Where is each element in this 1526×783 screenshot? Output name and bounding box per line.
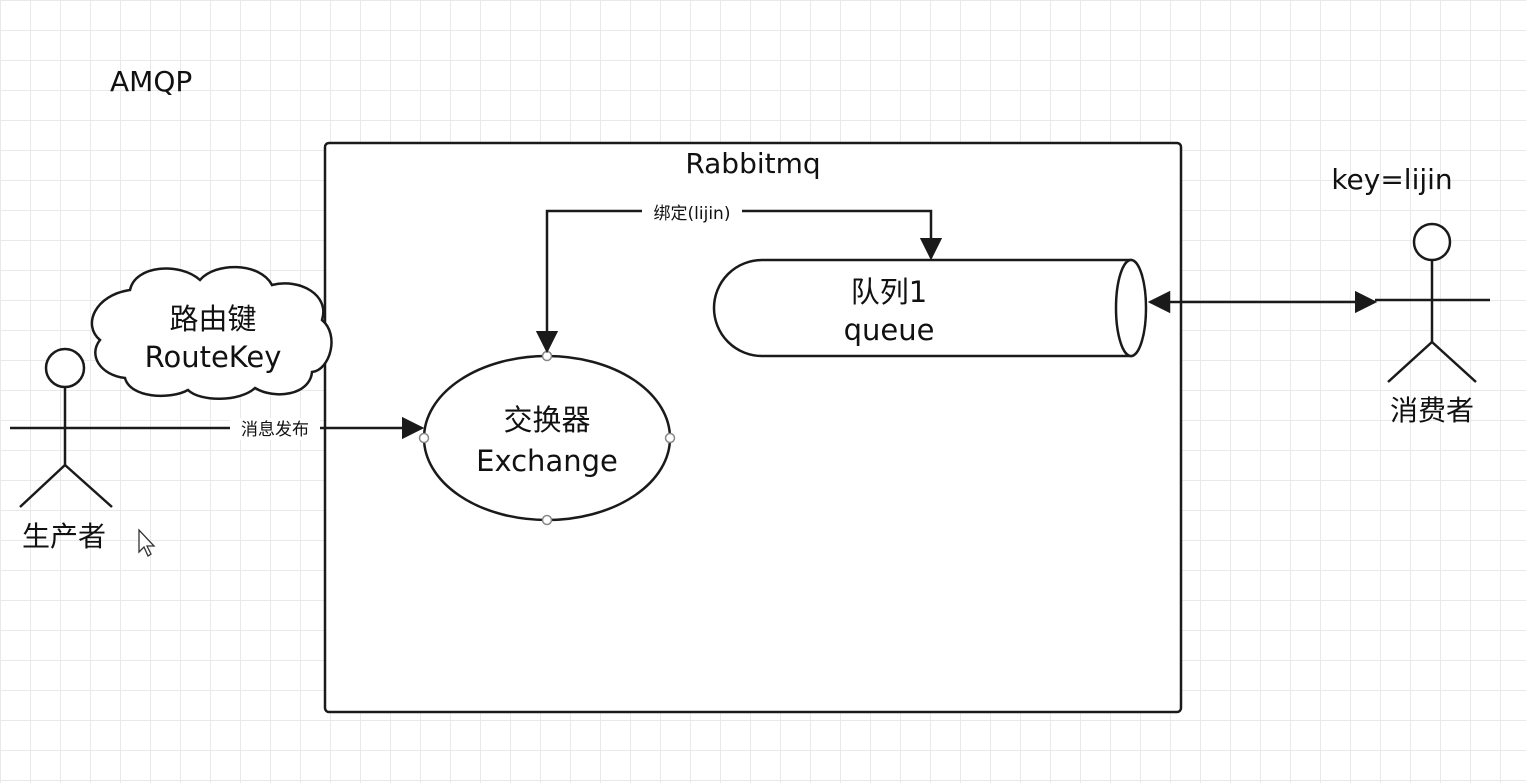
- routing-key-label-zh: 路由键: [169, 302, 256, 336]
- queue-label-zh: 队列1: [851, 275, 927, 309]
- routing-key-cloud[interactable]: 路由键 RouteKey: [90, 265, 333, 400]
- producer-actor[interactable]: [10, 347, 120, 508]
- connection-point-icon[interactable]: [541, 350, 553, 362]
- binding-edge-label: 绑定(lijin): [654, 204, 731, 224]
- mouse-cursor-icon: [138, 528, 156, 557]
- rabbitmq-label: Rabbitmq: [685, 147, 820, 180]
- publish-edge-label: 消息发布: [241, 420, 309, 440]
- connection-point-icon[interactable]: [664, 432, 676, 444]
- queue-node[interactable]: 队列1 queue: [712, 258, 1148, 358]
- exchange-label-zh: 交换器: [503, 403, 590, 437]
- consumer-head-icon: [1412, 222, 1452, 262]
- producer-head-icon: [44, 347, 86, 389]
- consumer-key-label: key=lijin: [1331, 163, 1452, 196]
- exchange-node[interactable]: 交换器 Exchange: [418, 350, 676, 526]
- queue-label-en: queue: [844, 313, 935, 347]
- connection-point-icon[interactable]: [541, 514, 553, 526]
- consumer-label: 消费者: [1390, 394, 1474, 427]
- consumer-actor[interactable]: [1375, 222, 1490, 383]
- exchange-label-en: Exchange: [476, 444, 618, 478]
- diagram-title: AMQP: [110, 65, 192, 98]
- producer-label: 生产者: [22, 520, 106, 553]
- routing-key-label-en: RouteKey: [145, 340, 282, 374]
- connection-point-icon[interactable]: [418, 432, 430, 444]
